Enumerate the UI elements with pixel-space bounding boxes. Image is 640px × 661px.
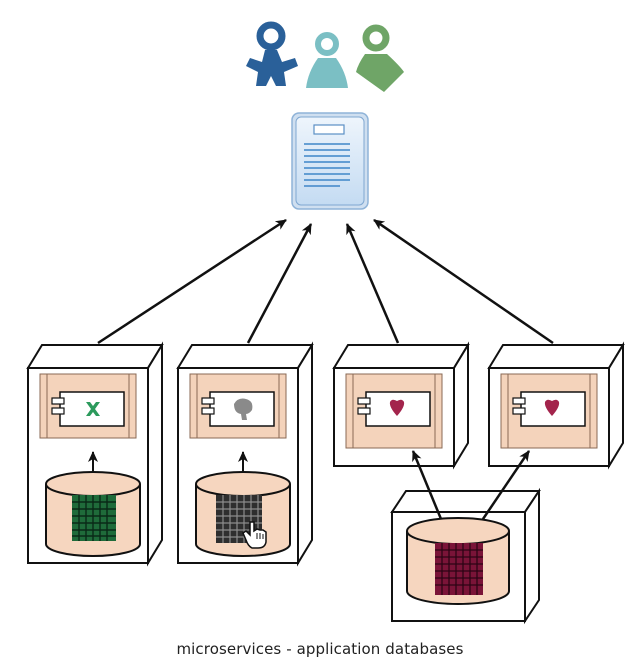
database-cylinder xyxy=(45,471,141,557)
table-grid-icon xyxy=(72,495,116,541)
arrow-service3-to-document xyxy=(345,223,400,344)
person-icon xyxy=(356,24,404,92)
person-icon xyxy=(246,21,298,86)
arrow-service1-to-document xyxy=(97,218,287,345)
users-group xyxy=(246,21,404,92)
crimson-heart-icon xyxy=(389,399,405,416)
gray-blob-icon xyxy=(234,398,253,420)
component-box xyxy=(500,373,598,449)
shared-database-node xyxy=(390,487,541,625)
hand-cursor-icon xyxy=(242,521,267,549)
database-cylinder xyxy=(195,471,291,557)
service-node-4 xyxy=(487,341,625,470)
arrow-shared-db-to-service3 xyxy=(411,450,443,520)
arrow-service4-to-document xyxy=(373,218,554,345)
database-cylinder xyxy=(406,517,510,605)
table-grid-icon xyxy=(435,543,483,595)
crimson-heart-icon xyxy=(544,399,560,416)
service-node-3 xyxy=(332,341,470,470)
table-grid-icon xyxy=(216,495,262,543)
diagram-caption: microservices - application databases xyxy=(176,640,464,658)
component-box xyxy=(345,373,443,449)
green-x-icon xyxy=(86,402,100,416)
component-box xyxy=(39,373,137,439)
service-node-2 xyxy=(176,341,314,567)
arrow-service2-to-document xyxy=(246,223,313,344)
arrows-to-document xyxy=(97,218,554,345)
arrows-shared-db xyxy=(411,450,531,520)
service-node-1 xyxy=(26,341,164,567)
component-box xyxy=(189,373,287,439)
person-icon xyxy=(306,32,348,88)
arrow-shared-db-to-service4 xyxy=(481,450,531,520)
document-icon xyxy=(291,112,369,210)
